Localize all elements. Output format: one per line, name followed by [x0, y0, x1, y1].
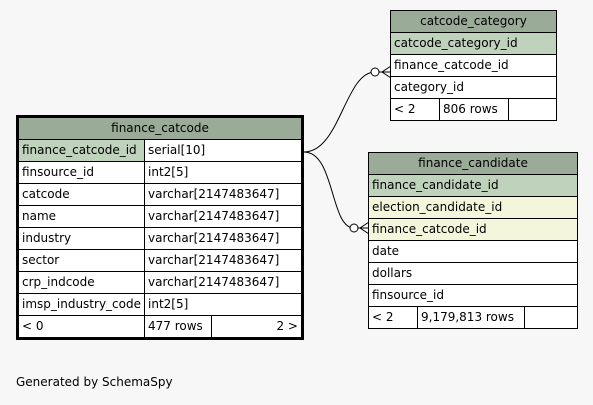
column-name[interactable]: election_candidate_id: [368, 196, 578, 219]
table-title[interactable]: catcode_category: [390, 10, 557, 33]
column-name[interactable]: imsp_industry_code: [17, 293, 145, 316]
column-type: serial[10]: [144, 139, 303, 162]
link-catcode-category-optional-marker: [370, 67, 380, 77]
column-name[interactable]: finsource_id: [17, 161, 145, 184]
parents-count[interactable]: < 2: [390, 98, 440, 121]
column-type: int2[5]: [144, 293, 303, 316]
row-count: 806 rows: [439, 98, 509, 121]
table-catcode-category[interactable]: catcode_category catcode_category_id fin…: [390, 10, 557, 121]
table-title[interactable]: finance_catcode: [17, 116, 303, 140]
link-finance-candidate: [303, 151, 355, 229]
column-type: varchar[2147483647]: [144, 183, 303, 206]
children-count: [524, 306, 578, 329]
row-count: 9,179,813 rows: [417, 306, 525, 329]
column-name[interactable]: sector: [17, 249, 145, 272]
column-type: varchar[2147483647]: [144, 205, 303, 228]
link-catcode-category: [303, 71, 376, 153]
column-name[interactable]: dollars: [368, 262, 578, 285]
column-type: varchar[2147483647]: [144, 271, 303, 294]
column-name[interactable]: industry: [17, 227, 145, 250]
column-name[interactable]: crp_indcode: [17, 271, 145, 294]
children-count[interactable]: 2 >: [211, 315, 303, 339]
column-name[interactable]: finsource_id: [368, 284, 578, 307]
column-type: varchar[2147483647]: [144, 227, 303, 250]
column-name[interactable]: date: [368, 240, 578, 263]
parents-count[interactable]: < 0: [17, 315, 145, 339]
table-finance-candidate[interactable]: finance_candidate finance_candidate_id e…: [368, 152, 578, 329]
column-name[interactable]: finance_candidate_id: [368, 174, 578, 197]
generated-by-text: Generated by SchemaSpy: [16, 375, 173, 389]
children-count: [508, 98, 557, 121]
column-type: varchar[2147483647]: [144, 249, 303, 272]
column-name[interactable]: catcode: [17, 183, 145, 206]
column-type: int2[5]: [144, 161, 303, 184]
row-count: 477 rows: [144, 315, 212, 339]
column-name[interactable]: category_id: [390, 76, 557, 99]
parents-count[interactable]: < 2: [368, 306, 418, 329]
link-finance-candidate-optional-marker: [349, 223, 359, 233]
table-title[interactable]: finance_candidate: [368, 152, 578, 175]
column-name[interactable]: name: [17, 205, 145, 228]
column-name[interactable]: finance_catcode_id: [17, 139, 145, 162]
column-name[interactable]: catcode_category_id: [390, 32, 557, 55]
column-name[interactable]: finance_catcode_id: [368, 218, 578, 241]
table-finance-catcode[interactable]: finance_catcode finance_catcode_id seria…: [16, 115, 304, 340]
column-name[interactable]: finance_catcode_id: [390, 54, 557, 77]
